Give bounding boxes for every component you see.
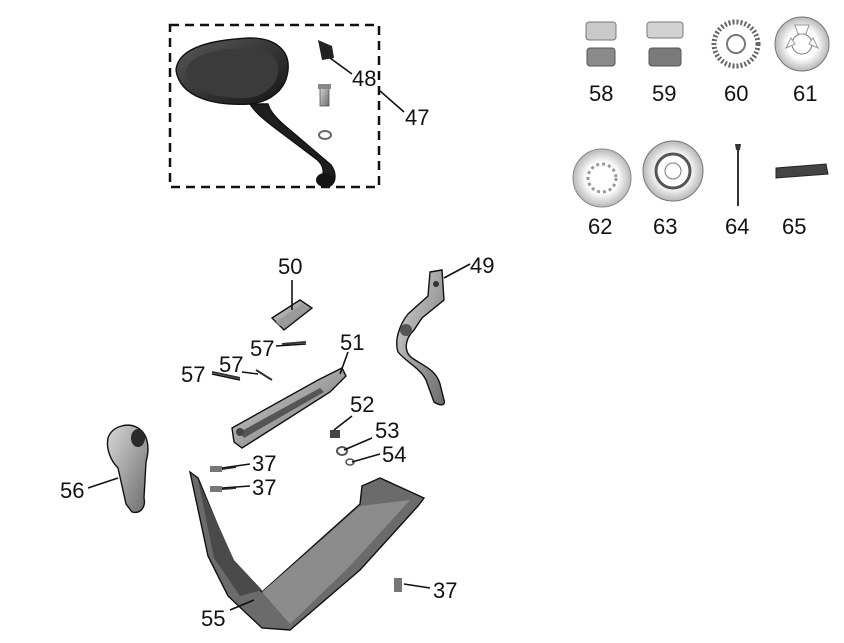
label-49: 49 [470,253,494,278]
label-50: 50 [278,254,302,279]
washer-53 [336,446,348,456]
mirror-bolt [318,84,331,107]
brake-disc-63 [642,140,704,202]
brake-pad-front-58 [585,21,617,67]
label-48: 48 [352,66,376,91]
cable-tie-64 [735,144,741,206]
label-47: 47 [405,105,429,130]
label-56: 56 [60,478,84,503]
part-number-labels: 48 47 58 59 60 61 62 63 64 65 50 49 51 5… [60,66,817,631]
screw-37-c [394,578,402,592]
brake-disc-62 [572,148,632,208]
rear-view-mirror [175,37,336,187]
bracket-part-49 [396,269,446,406]
mirror-washer [318,130,332,140]
screw-37-b [210,486,237,492]
mirror-cap-part-48 [318,40,334,60]
screw-57-c [211,371,241,379]
label-59: 59 [652,81,676,106]
label-55: 55 [201,606,225,631]
label-37-b: 37 [252,475,276,500]
label-54: 54 [382,442,406,467]
leader-lines [87,57,471,611]
velcro-strap-65 [775,163,829,179]
label-64: 64 [725,214,749,239]
label-60: 60 [724,81,748,106]
label-57-b: 57 [219,352,243,377]
label-51: 51 [340,330,364,355]
label-63: 63 [653,214,677,239]
screw-37-a [210,466,237,472]
mirror-group-dashed-box [168,23,381,189]
bolt-52 [330,430,340,438]
bracket-part-50 [270,299,314,331]
label-65: 65 [782,214,806,239]
label-57-c: 57 [181,362,205,387]
brake-disc-60 [711,19,761,69]
label-62: 62 [588,214,612,239]
label-61: 61 [793,81,817,106]
label-58: 58 [589,81,613,106]
screw-57-a [281,341,307,345]
brake-disc-61 [774,16,830,72]
handguard-rail-51 [231,367,347,449]
label-52: 52 [350,392,374,417]
mirror-assembly-group [168,23,381,189]
label-53: 53 [375,418,399,443]
label-37-a: 37 [252,451,276,476]
brake-pad-rear-59 [646,21,684,67]
label-37-c: 37 [433,578,457,603]
label-57-a: 57 [250,336,274,361]
handguard-knuckle-56 [106,424,149,514]
screw-57-b [255,369,273,381]
